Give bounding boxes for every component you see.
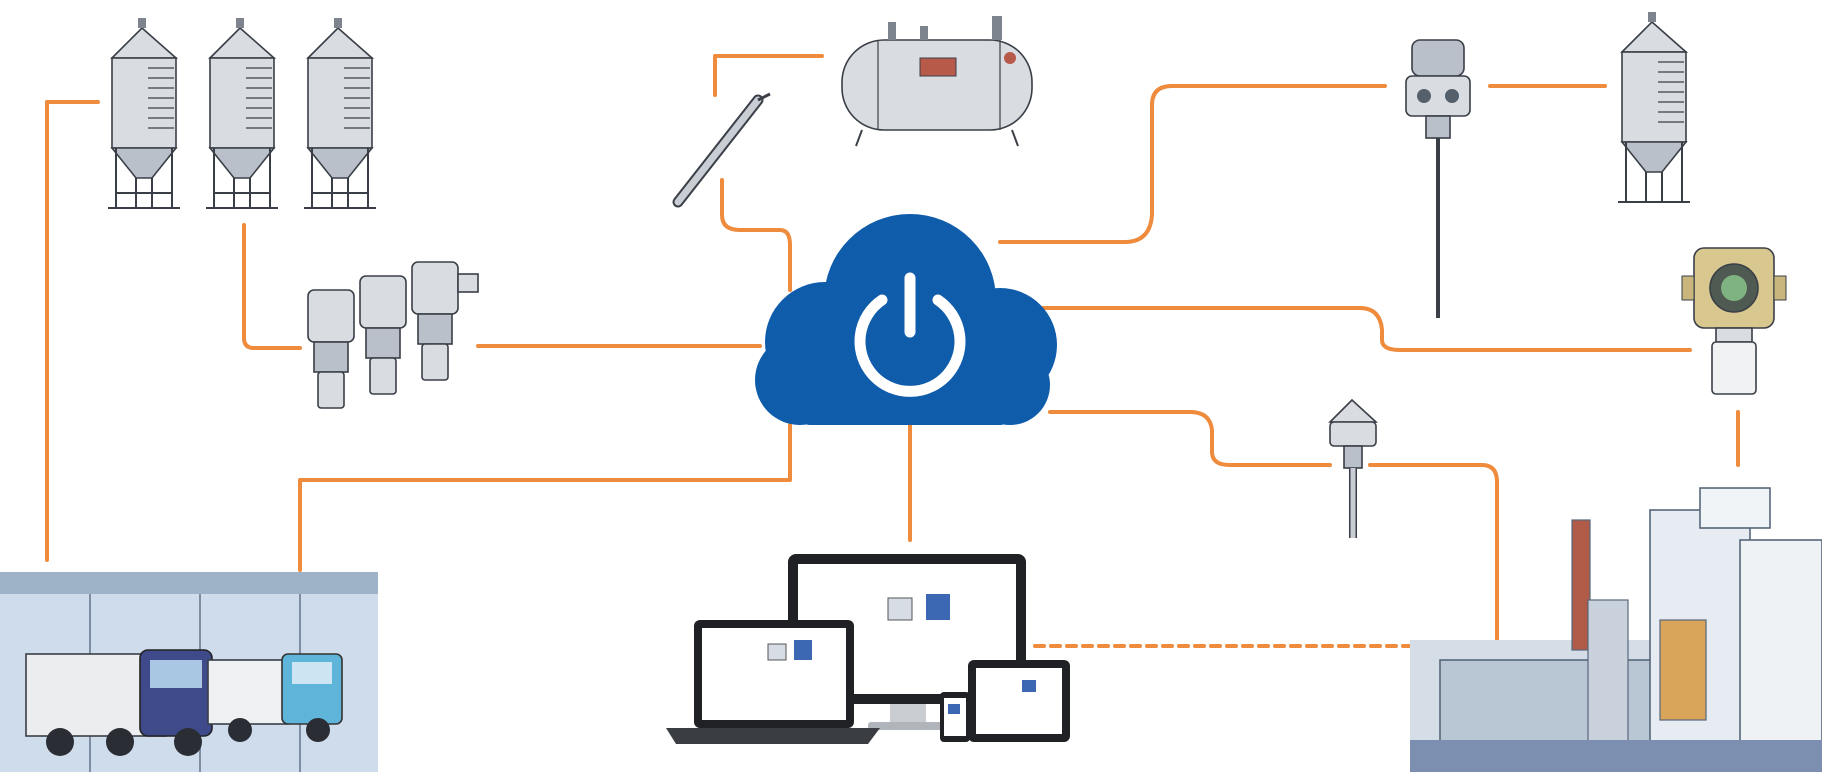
connector-silos-truck	[45, 100, 100, 562]
truck-warehouse	[0, 572, 378, 772]
connector-silos-sensors	[242, 223, 302, 350]
connector-cloud-tempsensor	[1048, 410, 1332, 467]
multi-device-dashboard	[666, 554, 1070, 744]
silo-icon	[206, 18, 278, 209]
horizontal-tank	[841, 16, 1033, 147]
connector-tank-probe	[713, 54, 824, 97]
gas-detector	[1681, 247, 1787, 395]
silo-icon	[108, 18, 180, 209]
phone-icon	[940, 692, 970, 742]
connector-tempsensor-plant	[1368, 463, 1499, 642]
connector-probe-cloud	[720, 178, 792, 292]
silo-icon	[1618, 12, 1690, 203]
sensor-icon	[411, 261, 479, 381]
connector-cloud-radar	[998, 84, 1387, 244]
connector-cloud-gasdetector	[1038, 306, 1692, 352]
tablet-icon	[968, 660, 1070, 742]
sensor-icon	[359, 275, 407, 395]
sensor-icon	[307, 289, 355, 409]
ultrasonic-level-sensors	[307, 261, 479, 409]
silo-right	[1618, 12, 1690, 203]
probe-sensor	[672, 92, 771, 208]
temperature-sensor	[1328, 398, 1379, 538]
cloud-node	[755, 214, 1057, 425]
laptop-icon	[666, 620, 880, 744]
connector-lines	[45, 54, 1740, 648]
radar-level-transmitter	[1405, 39, 1471, 318]
industrial-plant	[1410, 487, 1822, 772]
power-icon	[854, 272, 966, 397]
silo-icon	[304, 18, 376, 209]
connector-cloud-truck	[298, 423, 792, 572]
silo-group-left	[108, 18, 376, 209]
